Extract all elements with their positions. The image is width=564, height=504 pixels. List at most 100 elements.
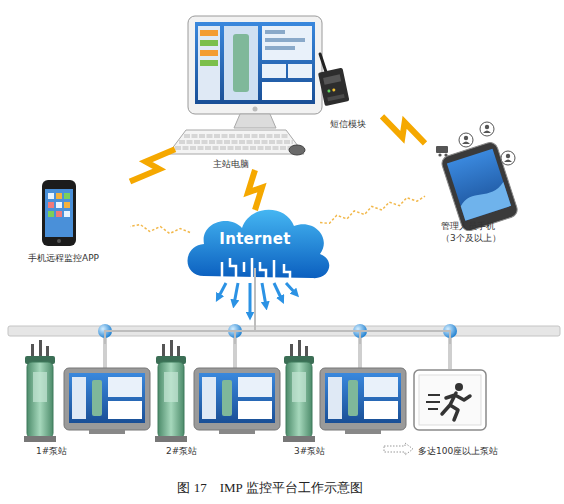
pump-station-art-part — [24, 436, 56, 442]
main-computer-art-part — [224, 26, 258, 100]
phone-app-art-part — [56, 202, 62, 208]
sms-module-art-part — [320, 54, 326, 72]
station-monitor-art-part — [108, 377, 142, 397]
pump-station: 1#泵站 — [18, 344, 154, 457]
manager-phone-art-part — [440, 141, 519, 233]
node-label: 2#泵站 — [166, 445, 197, 457]
wireless-link — [130, 225, 190, 234]
main-computer-art-part — [262, 82, 312, 100]
manager-phone-art-part — [464, 136, 468, 140]
internet-cloud-art-part — [262, 283, 266, 306]
main-computer-art-part — [234, 114, 276, 128]
main-computer-art-part — [188, 16, 322, 114]
phone-app-art-part — [64, 202, 70, 208]
phone-app-art-part — [57, 239, 61, 243]
node-label: 1#泵站 — [36, 445, 67, 457]
more-stations-art-part — [419, 375, 481, 425]
pump-station-art-part — [170, 340, 173, 358]
pump-station: 2#泵站 — [148, 344, 278, 457]
manager-phone-art-part-part — [440, 141, 519, 233]
station-monitor-art-part — [364, 401, 398, 419]
wireless-link — [320, 196, 425, 223]
manager-phone-node: 管理人员手机 （3个及以上） — [425, 118, 545, 244]
internet-cloud-art-part — [234, 283, 238, 304]
more-stations-art-part — [442, 393, 470, 420]
station-monitor-art-part — [238, 401, 272, 419]
bus-line-art-part — [8, 326, 560, 336]
node-label: 多达100座以上泵站 — [418, 445, 498, 457]
main-computer-art-part — [195, 22, 315, 104]
sms-module-art-part — [318, 68, 350, 106]
internet-cloud-art-part — [274, 283, 282, 300]
station-monitor-art-part — [194, 368, 280, 430]
main-computer-art-part — [262, 26, 312, 60]
pump-station-art-part — [33, 372, 47, 402]
sms-module-art-part — [332, 88, 336, 92]
pump-station-art-part — [298, 340, 301, 358]
station-monitor-art-part — [202, 377, 216, 419]
main-computer-art-part — [168, 130, 304, 154]
pump-station-art-part — [155, 436, 187, 442]
pump-station-art-part — [292, 372, 306, 402]
more-stations-art-part — [428, 408, 438, 410]
phone-app-art-part — [48, 211, 54, 217]
network-link — [235, 268, 255, 344]
node-label: 主站电脑 — [213, 158, 249, 170]
network-link — [255, 268, 450, 344]
bus-line-art-part — [448, 336, 452, 369]
station-monitor-art-part — [89, 430, 125, 434]
phone-app-node: 手机远程监控APP — [20, 178, 130, 264]
main-computer-art-part — [200, 30, 218, 36]
wireless-bolt — [248, 170, 262, 210]
wireless-bolt — [130, 149, 175, 181]
main-computer-art-part — [265, 38, 305, 42]
phone-app-art-part — [64, 211, 70, 217]
main-computer-art-part — [184, 134, 289, 138]
pump-station-art-part — [283, 436, 315, 442]
network-link — [255, 268, 360, 344]
main-computer-art-part — [262, 64, 286, 78]
phone-app-art-part — [48, 202, 54, 208]
manager-phone-art-part — [444, 153, 447, 156]
bus-line-art-part — [103, 336, 107, 369]
bus-line-art-part — [443, 324, 457, 338]
station-monitor-art-part — [222, 380, 232, 416]
main-computer-art-part — [200, 40, 218, 46]
manager-phone-art — [436, 122, 519, 233]
station-monitor-art-part — [238, 377, 272, 397]
manager-phone-art-part — [485, 125, 489, 129]
bus-line-art-part — [353, 324, 367, 338]
internet-cloud-art-part — [188, 210, 330, 278]
phone-app-art-part — [48, 193, 54, 199]
station-monitor-art-part — [92, 380, 102, 416]
wireless-bolt — [382, 116, 425, 143]
pump-station-art-part — [27, 362, 53, 438]
phone-app-art-part — [64, 193, 70, 199]
bus-line-art-part — [233, 336, 237, 369]
node-label: Internet — [219, 230, 290, 248]
phone-app-art-part — [45, 189, 73, 237]
main-computer-art-part — [198, 26, 220, 100]
phone-app-art-part — [56, 211, 62, 217]
main-computer-art-part — [179, 140, 293, 144]
sms-module-node: 短信模块 — [314, 60, 382, 130]
figure-caption: 图 17 IMP 监控平台工作示意图 — [0, 479, 540, 497]
bus-line-art — [8, 324, 560, 369]
main-computer-art-part — [288, 64, 312, 78]
station-monitor-art-part — [345, 430, 381, 434]
sms-module-art-part — [327, 89, 331, 93]
station-monitor-art-part — [72, 377, 86, 419]
manager-phone-art-part — [462, 142, 470, 145]
more-stations-art-part — [384, 443, 413, 455]
phone-app-art-part — [56, 193, 62, 199]
station-monitor-art — [64, 368, 406, 434]
internet-cloud-art-part — [222, 258, 290, 278]
manager-phone-art-part — [504, 160, 512, 163]
node-label: 3#泵站 — [294, 445, 325, 457]
manager-phone-art-part — [480, 122, 494, 136]
sms-module-art — [314, 50, 349, 106]
bus-line-art-part — [98, 324, 112, 338]
internet-cloud-art-part — [286, 283, 296, 294]
